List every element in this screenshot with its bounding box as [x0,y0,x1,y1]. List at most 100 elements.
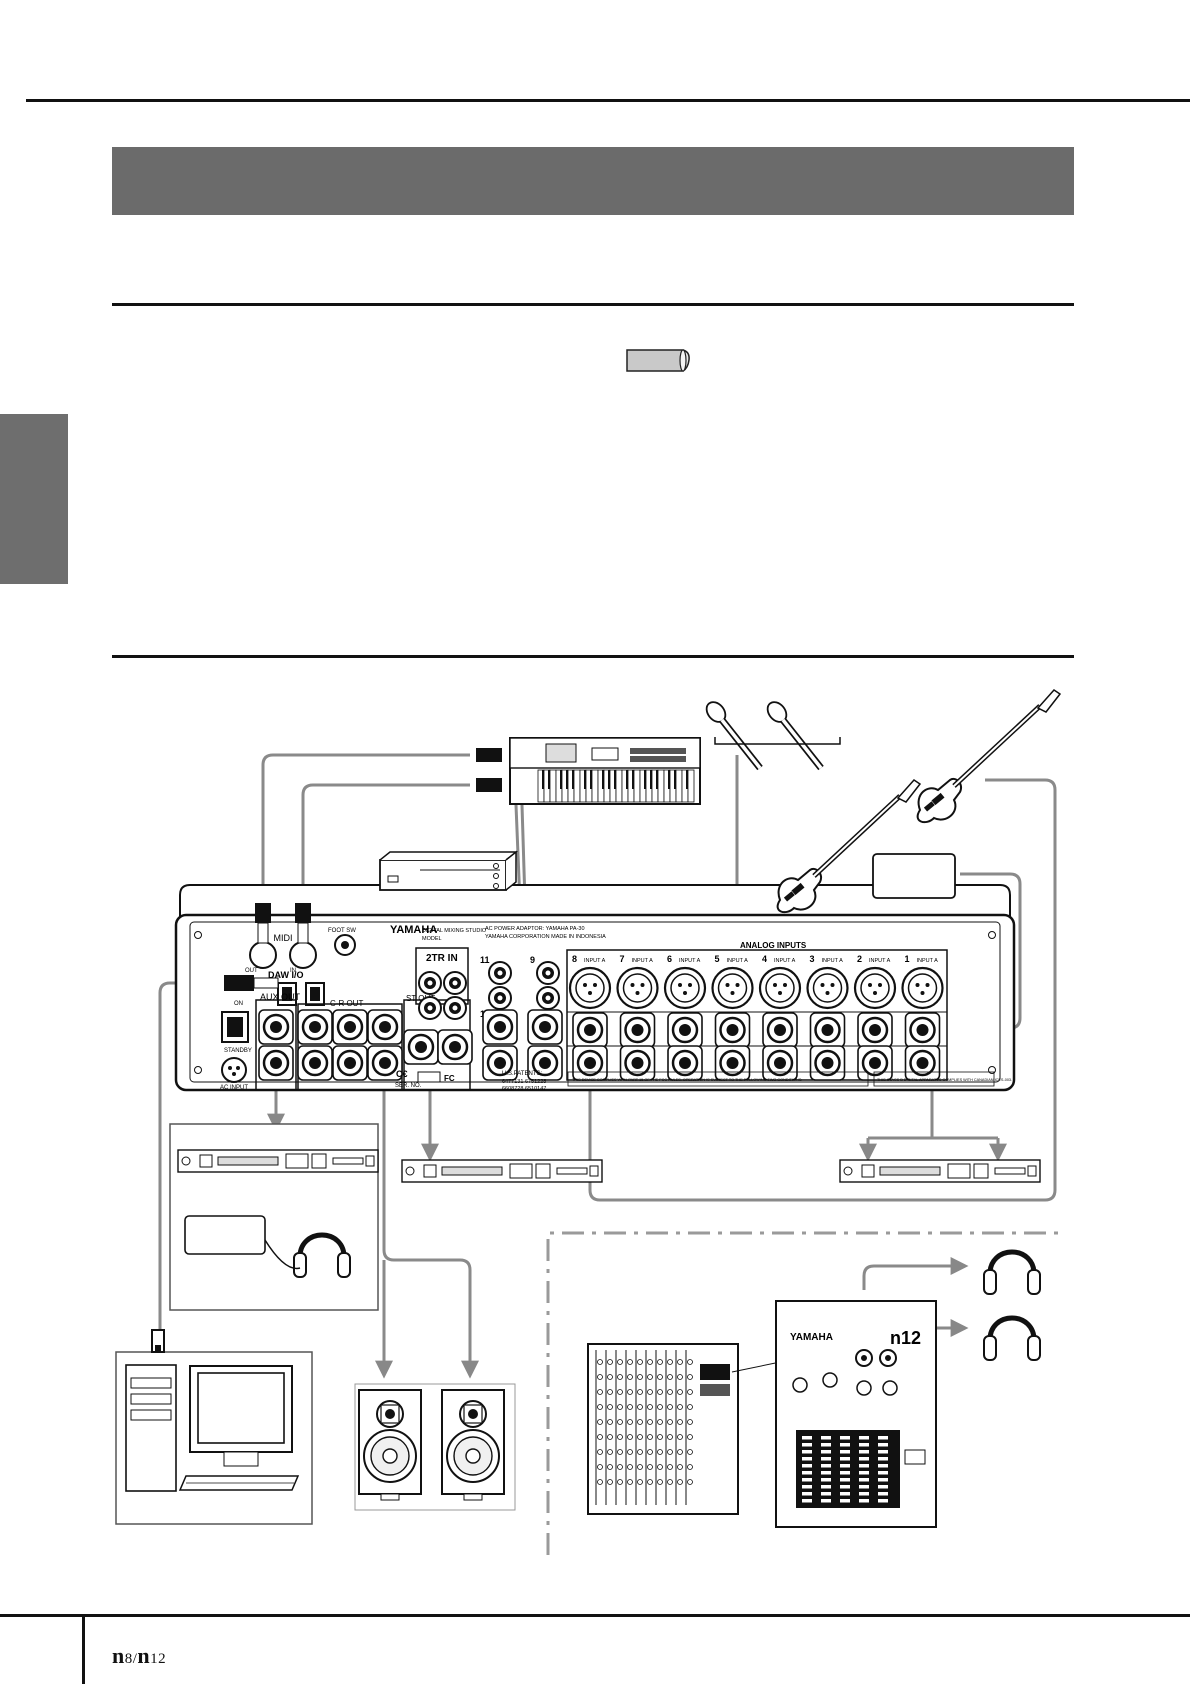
adaptor-line-2: YAMAHA CORPORATION MADE IN INDONESIA [485,934,606,940]
level-meter-segment [878,1499,888,1503]
section-rule-1 [112,303,1074,306]
xlr-input [901,966,944,1010]
analog-channel-number: 1 [905,954,910,964]
channel-knob [677,1419,683,1425]
analog-channel-number: 3 [810,954,815,964]
guitar-effect-box [872,853,956,899]
analog-inputs-label: ANALOG INPUTS [740,941,807,950]
input-b-jack [714,1011,751,1049]
xlr-input [711,966,754,1010]
reference-scroll-icon [626,349,690,372]
channel-knob [687,1359,693,1365]
channel-knob [637,1389,643,1395]
channel-knob [667,1434,673,1440]
insert-jack [619,1044,656,1082]
microphone-2 [764,698,821,768]
cr-out-label: C-R OUT [330,999,363,1008]
channel-knob [677,1359,683,1365]
level-meter-segment [840,1457,850,1461]
footer-vertical-rule [82,1614,85,1684]
st-out-label: ST OUT [406,994,435,1003]
input-b-jack [856,1011,894,1049]
keyboard-key [657,769,665,803]
connection-diagram: MIDI OUT IN FOOT SW YAMAHA DIGITAL MIXIN… [115,680,1190,1555]
channel-knob [657,1374,663,1380]
level-meter-segment [859,1464,869,1468]
level-meter-segment [878,1450,888,1454]
channel-knob [627,1434,633,1440]
channel-knob [597,1374,603,1380]
xlr-input [806,966,849,1010]
channel-knob [617,1419,623,1425]
level-meter-segment [840,1485,850,1489]
channel-knob [617,1404,623,1410]
footer-model-a: 8 [124,1651,133,1667]
jack-num-11: 11 [480,955,490,965]
channel-knob [667,1359,673,1365]
footer-separator: / [132,1651,138,1667]
channel-knob [617,1359,623,1365]
insert-jack [761,1044,799,1082]
input-a-label: INPUT A [917,958,939,964]
ser-no: SER. NO. [395,1083,422,1089]
level-meter-segment [859,1499,869,1503]
level-meter-segment [859,1485,869,1489]
midi-in-label: IN [290,968,296,974]
midi-out-label: OUT [245,968,258,974]
zoom-panel-model: n12 [890,1328,921,1348]
monitor-speaker-left [358,1389,422,1501]
channel-knob [687,1464,693,1470]
input-b-jack [619,1011,656,1049]
level-meter-segment [878,1478,888,1482]
microphone-1 [703,698,760,768]
channel-knob [657,1434,663,1440]
insert-jack [714,1044,751,1082]
keyboard-key [591,769,599,803]
channel-knob [667,1374,673,1380]
canada-notice: THIS CLASS B DIGITAL APPARATUS COMPLIES … [877,1078,1012,1082]
channel-knob [597,1389,603,1395]
keyboard-key [633,769,641,803]
channel-knob [607,1404,613,1410]
footer-model-b: 12 [150,1651,167,1667]
channel-knob [647,1374,653,1380]
level-meter-segment [802,1499,812,1503]
level-meter-segment [840,1471,850,1475]
xlr-input [853,966,897,1010]
adaptor-line-1: AC POWER ADAPTOR: YAMAHA PA-30 [485,926,585,932]
level-meter-segment [840,1443,850,1447]
channel-knob [597,1434,603,1440]
channel-knob [647,1434,653,1440]
channel-knob [617,1434,623,1440]
level-meter-segment [878,1485,888,1489]
monitor-speaker-right [441,1389,505,1501]
level-meter-segment [821,1450,831,1454]
level-meter-segment [821,1464,831,1468]
channel-knob [667,1389,673,1395]
level-meter-segment [821,1443,831,1447]
channel-knob [667,1464,673,1470]
level-meter-segment [840,1450,850,1454]
channel-knob [597,1359,603,1365]
level-meter-segment [802,1450,812,1454]
channel-knob [647,1389,653,1395]
level-meter-segment [802,1492,812,1496]
channel-knob [627,1479,633,1485]
keyboard-key [549,769,557,803]
channel-knob [687,1434,693,1440]
level-meter-segment [821,1478,831,1482]
input-a-label: INPUT A [869,958,891,964]
level-meter-segment [878,1443,888,1447]
channel-knob [637,1449,643,1455]
channel-knob [627,1374,633,1380]
channel-knob [687,1389,693,1395]
channel-knob [677,1449,683,1455]
headphones-2 [984,1318,1040,1360]
product-line-1: DIGITAL MIXING STUDIO [422,928,487,934]
keyboard-key [687,769,695,803]
channel-knob [687,1419,693,1425]
analog-channel-number: 6 [667,954,672,964]
level-meter-segment [859,1478,869,1482]
insert-jack [666,1044,704,1082]
level-meter-segment [878,1464,888,1468]
